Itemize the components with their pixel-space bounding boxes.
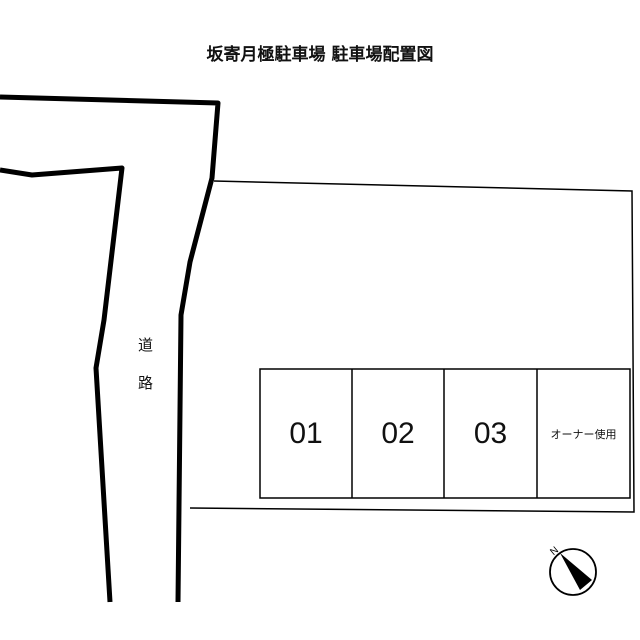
stall-owner: オーナー使用 [550,428,617,441]
north-arrow-icon: N [548,545,597,596]
stall-02: 02 [381,416,415,450]
stall-grid [259,368,631,499]
stall-03: 03 [473,416,508,450]
stall-01: 01 [289,416,323,450]
road-outline [0,94,221,603]
road-label-1: 道 [138,336,154,354]
lot-boundary [189,180,635,513]
compass-label: N [548,545,561,558]
page-title: 坂寄月極駐車場 駐車場配置図 [206,45,434,65]
road-label-2: 路 [138,374,154,392]
